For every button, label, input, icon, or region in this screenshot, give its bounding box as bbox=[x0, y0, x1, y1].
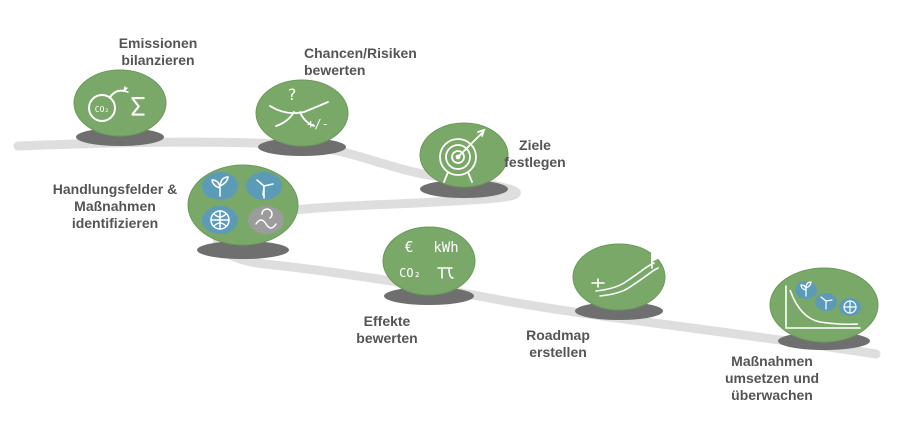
action-fields-icon bbox=[202, 172, 284, 234]
step-4-badge bbox=[187, 164, 299, 246]
step-4-shadow bbox=[197, 241, 289, 259]
bomb-sigma-icon: CO₂ Σ bbox=[88, 86, 146, 123]
step-5-shadow bbox=[384, 287, 474, 305]
gear-icon bbox=[255, 208, 277, 229]
units-icon: € kWh CO₂ bbox=[399, 238, 458, 280]
sigma-symbol: Σ bbox=[130, 93, 146, 123]
step-1-label: Emissionen bilanzieren bbox=[118, 35, 198, 68]
step-6-badge bbox=[572, 243, 666, 311]
plus-minus: +/- bbox=[307, 117, 329, 131]
balance-person-icon: ? +/- bbox=[269, 85, 329, 131]
co2-unit: CO₂ bbox=[399, 266, 421, 280]
step-7-label: Maßnahmen umsetzen und überwachen bbox=[724, 353, 820, 403]
step-5-label: Effekte bewerten bbox=[356, 313, 418, 346]
step-3-label: Ziele festlegen bbox=[504, 137, 566, 170]
monitor-chart-icon bbox=[785, 281, 861, 329]
step-5-badge bbox=[382, 226, 476, 296]
question-mark: ? bbox=[287, 85, 297, 104]
step-2-label: Chancen/Risiken bewerten bbox=[304, 45, 417, 78]
step-3-shadow bbox=[420, 180, 508, 198]
step-1-badge bbox=[73, 69, 167, 137]
step-4-label: Handlungsfelder & Maßnahmen identifizier… bbox=[52, 181, 178, 231]
wind-turbine-icon bbox=[256, 179, 274, 199]
pi-symbol bbox=[437, 267, 454, 279]
euro-symbol: € bbox=[404, 238, 413, 256]
kwh-unit: kWh bbox=[433, 240, 458, 256]
tile-gear bbox=[248, 206, 284, 234]
step-6-label: Roadmap erstellen bbox=[526, 327, 590, 360]
target-arrow-icon bbox=[439, 128, 486, 183]
plant-icon bbox=[211, 176, 229, 197]
road-flag-icon bbox=[591, 252, 662, 297]
bomb-mark: CO₂ bbox=[95, 105, 109, 114]
